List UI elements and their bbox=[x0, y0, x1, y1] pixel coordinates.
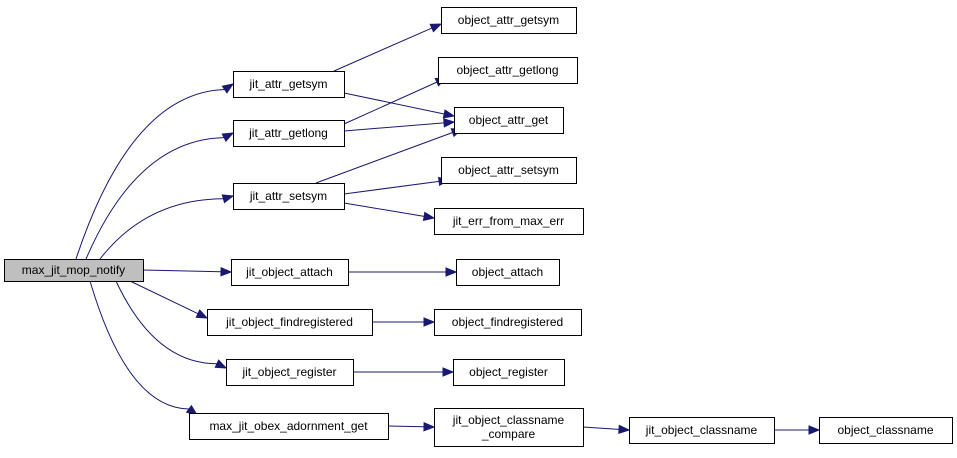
node-box bbox=[434, 408, 584, 447]
node-jit-object-classname[interactable]: jit_object_classname bbox=[629, 417, 775, 444]
node-label: jit_object_classname bbox=[645, 423, 758, 437]
arrowhead-jit_object_attach bbox=[220, 267, 233, 277]
node-label: jit_attr_setsym bbox=[249, 189, 327, 203]
edge-jit_attr_getlong-to-object_attr_get bbox=[343, 122, 445, 132]
node-label: jit_attr_getlong bbox=[248, 126, 328, 140]
arrowhead-object_attr_get bbox=[443, 118, 456, 128]
node-object-register[interactable]: object_register bbox=[453, 359, 565, 386]
node-label: jit_object_classname bbox=[452, 413, 565, 427]
node-object-attr-setsym[interactable]: object_attr_setsym bbox=[441, 157, 577, 184]
edge-max_jit_mop_notify-to-max_jit_obex_adornment_get bbox=[89, 280, 190, 410]
node-label: object_findregistered bbox=[452, 315, 563, 329]
node-label: object_attr_get bbox=[469, 113, 549, 127]
arrowhead-jit_object_findregistered bbox=[195, 309, 209, 319]
arrowhead-object_classname bbox=[808, 425, 821, 435]
node-box bbox=[454, 107, 564, 134]
node-jit-object-attach[interactable]: jit_object_attach bbox=[231, 259, 349, 286]
node-object-attach[interactable]: object_attach bbox=[456, 259, 560, 286]
node-label: jit_attr_getsym bbox=[248, 77, 327, 91]
node-box bbox=[456, 259, 560, 286]
arrowhead-jit_attr_getsym bbox=[221, 83, 235, 94]
arrowhead-jit_object_classname_compare bbox=[423, 422, 436, 432]
node-box bbox=[233, 71, 345, 98]
node-object-findregistered[interactable]: object_findregistered bbox=[434, 309, 582, 336]
node-object-attr-getlong[interactable]: object_attr_getlong bbox=[438, 57, 578, 84]
node-label: object_attr_getlong bbox=[456, 63, 558, 77]
edge-max_jit_mop_notify-to-jit_attr_getsym bbox=[75, 89, 225, 260]
arrowhead-object_findregistered bbox=[423, 317, 436, 327]
node-jit-object-classname-compare[interactable]: jit_object_classname_compare bbox=[434, 408, 584, 447]
node-label: object_attr_setsym bbox=[458, 163, 559, 177]
node-label: object_classname bbox=[837, 423, 933, 437]
arrowhead-jit_err_from_max_err bbox=[422, 211, 436, 221]
node-box bbox=[819, 417, 953, 444]
node-box bbox=[226, 359, 354, 386]
node-box bbox=[233, 120, 345, 147]
edge-jit_attr_getsym-to-object_attr_get bbox=[343, 92, 445, 115]
node-jit-object-register[interactable]: jit_object_register bbox=[226, 359, 354, 386]
edge-jit_attr_setsym-to-jit_err_from_max_err bbox=[343, 202, 425, 217]
node-box bbox=[629, 417, 775, 444]
node-box bbox=[189, 413, 389, 440]
node-label: jit_object_register bbox=[241, 365, 336, 379]
arrowhead-object_register bbox=[442, 367, 455, 377]
node-box bbox=[434, 208, 584, 235]
node-box bbox=[207, 309, 373, 336]
node-label: max_jit_obex_adornment_get bbox=[209, 419, 368, 433]
arrowhead-object_attach bbox=[445, 267, 458, 277]
node-label: _compare bbox=[481, 427, 536, 441]
arrowhead-object_attr_get bbox=[442, 109, 456, 119]
node-jit-attr-getlong[interactable]: jit_attr_getlong bbox=[233, 120, 345, 147]
edge-max_jit_mop_notify-to-jit_object_findregistered bbox=[129, 280, 199, 315]
arrowhead-object_attr_getsym bbox=[429, 23, 443, 33]
edges-layer bbox=[75, 23, 821, 435]
node-jit-err-from-max-err[interactable]: jit_err_from_max_err bbox=[434, 208, 584, 235]
node-box bbox=[434, 309, 582, 336]
node-label: object_attr_getsym bbox=[458, 13, 559, 27]
edge-jit_object_classname_compare-to-jit_object_classname bbox=[582, 426, 620, 430]
edge-jit_attr_getsym-to-object_attr_getsym bbox=[333, 27, 433, 72]
edge-jit_attr_getlong-to-object_attr_getlong bbox=[343, 81, 438, 125]
node-label: jit_object_findregistered bbox=[225, 315, 353, 329]
node-label: jit_object_attach bbox=[245, 265, 333, 279]
node-object-attr-get[interactable]: object_attr_get bbox=[454, 107, 564, 134]
node-jit-object-findregistered[interactable]: jit_object_findregistered bbox=[207, 309, 373, 336]
node-jit-attr-getsym[interactable]: jit_attr_getsym bbox=[233, 71, 345, 98]
node-object-classname[interactable]: object_classname bbox=[819, 417, 953, 444]
edge-jit_attr_setsym-to-object_attr_get bbox=[315, 132, 453, 184]
arrowhead-jit_attr_getlong bbox=[221, 132, 235, 143]
node-label: jit_err_from_max_err bbox=[452, 214, 564, 228]
arrowhead-jit_object_register bbox=[214, 359, 228, 369]
node-jit-attr-setsym[interactable]: jit_attr_setsym bbox=[233, 183, 345, 210]
nodes-layer: max_jit_mop_notify jit_attr_getsym jit_att… bbox=[4, 7, 953, 447]
edge-max_jit_mop_notify-to-jit_object_attach bbox=[142, 269, 222, 273]
node-max-jit-mop-notify[interactable]: max_jit_mop_notify bbox=[4, 259, 144, 282]
node-max-jit-obex-adornment-get[interactable]: max_jit_obex_adornment_get bbox=[189, 413, 389, 440]
node-box bbox=[233, 183, 345, 210]
node-label: object_register bbox=[469, 365, 548, 379]
node-box bbox=[453, 359, 565, 386]
node-box bbox=[441, 7, 577, 34]
node-box bbox=[231, 259, 349, 286]
arrowhead-jit_attr_setsym bbox=[221, 194, 235, 204]
edge-max_jit_mop_notify-to-jit_attr_setsym bbox=[99, 198, 224, 260]
node-object-attr-getsym[interactable]: object_attr_getsym bbox=[441, 7, 577, 34]
node-box bbox=[441, 157, 577, 184]
arrowhead-jit_object_classname bbox=[618, 424, 631, 435]
node-box bbox=[4, 259, 144, 282]
edge-max_jit_mop_notify-to-jit_object_register bbox=[115, 280, 217, 365]
node-label: max_jit_mop_notify bbox=[22, 263, 125, 277]
edge-jit_attr_setsym-to-object_attr_setsym bbox=[343, 180, 440, 195]
node-label: object_attach bbox=[472, 265, 543, 279]
node-box bbox=[438, 57, 578, 84]
edge-max_jit_mop_notify-to-jit_attr_getlong bbox=[85, 137, 225, 260]
edge-max_jit_obex_adornment_get-to-jit_object_classname_compare bbox=[387, 425, 425, 428]
